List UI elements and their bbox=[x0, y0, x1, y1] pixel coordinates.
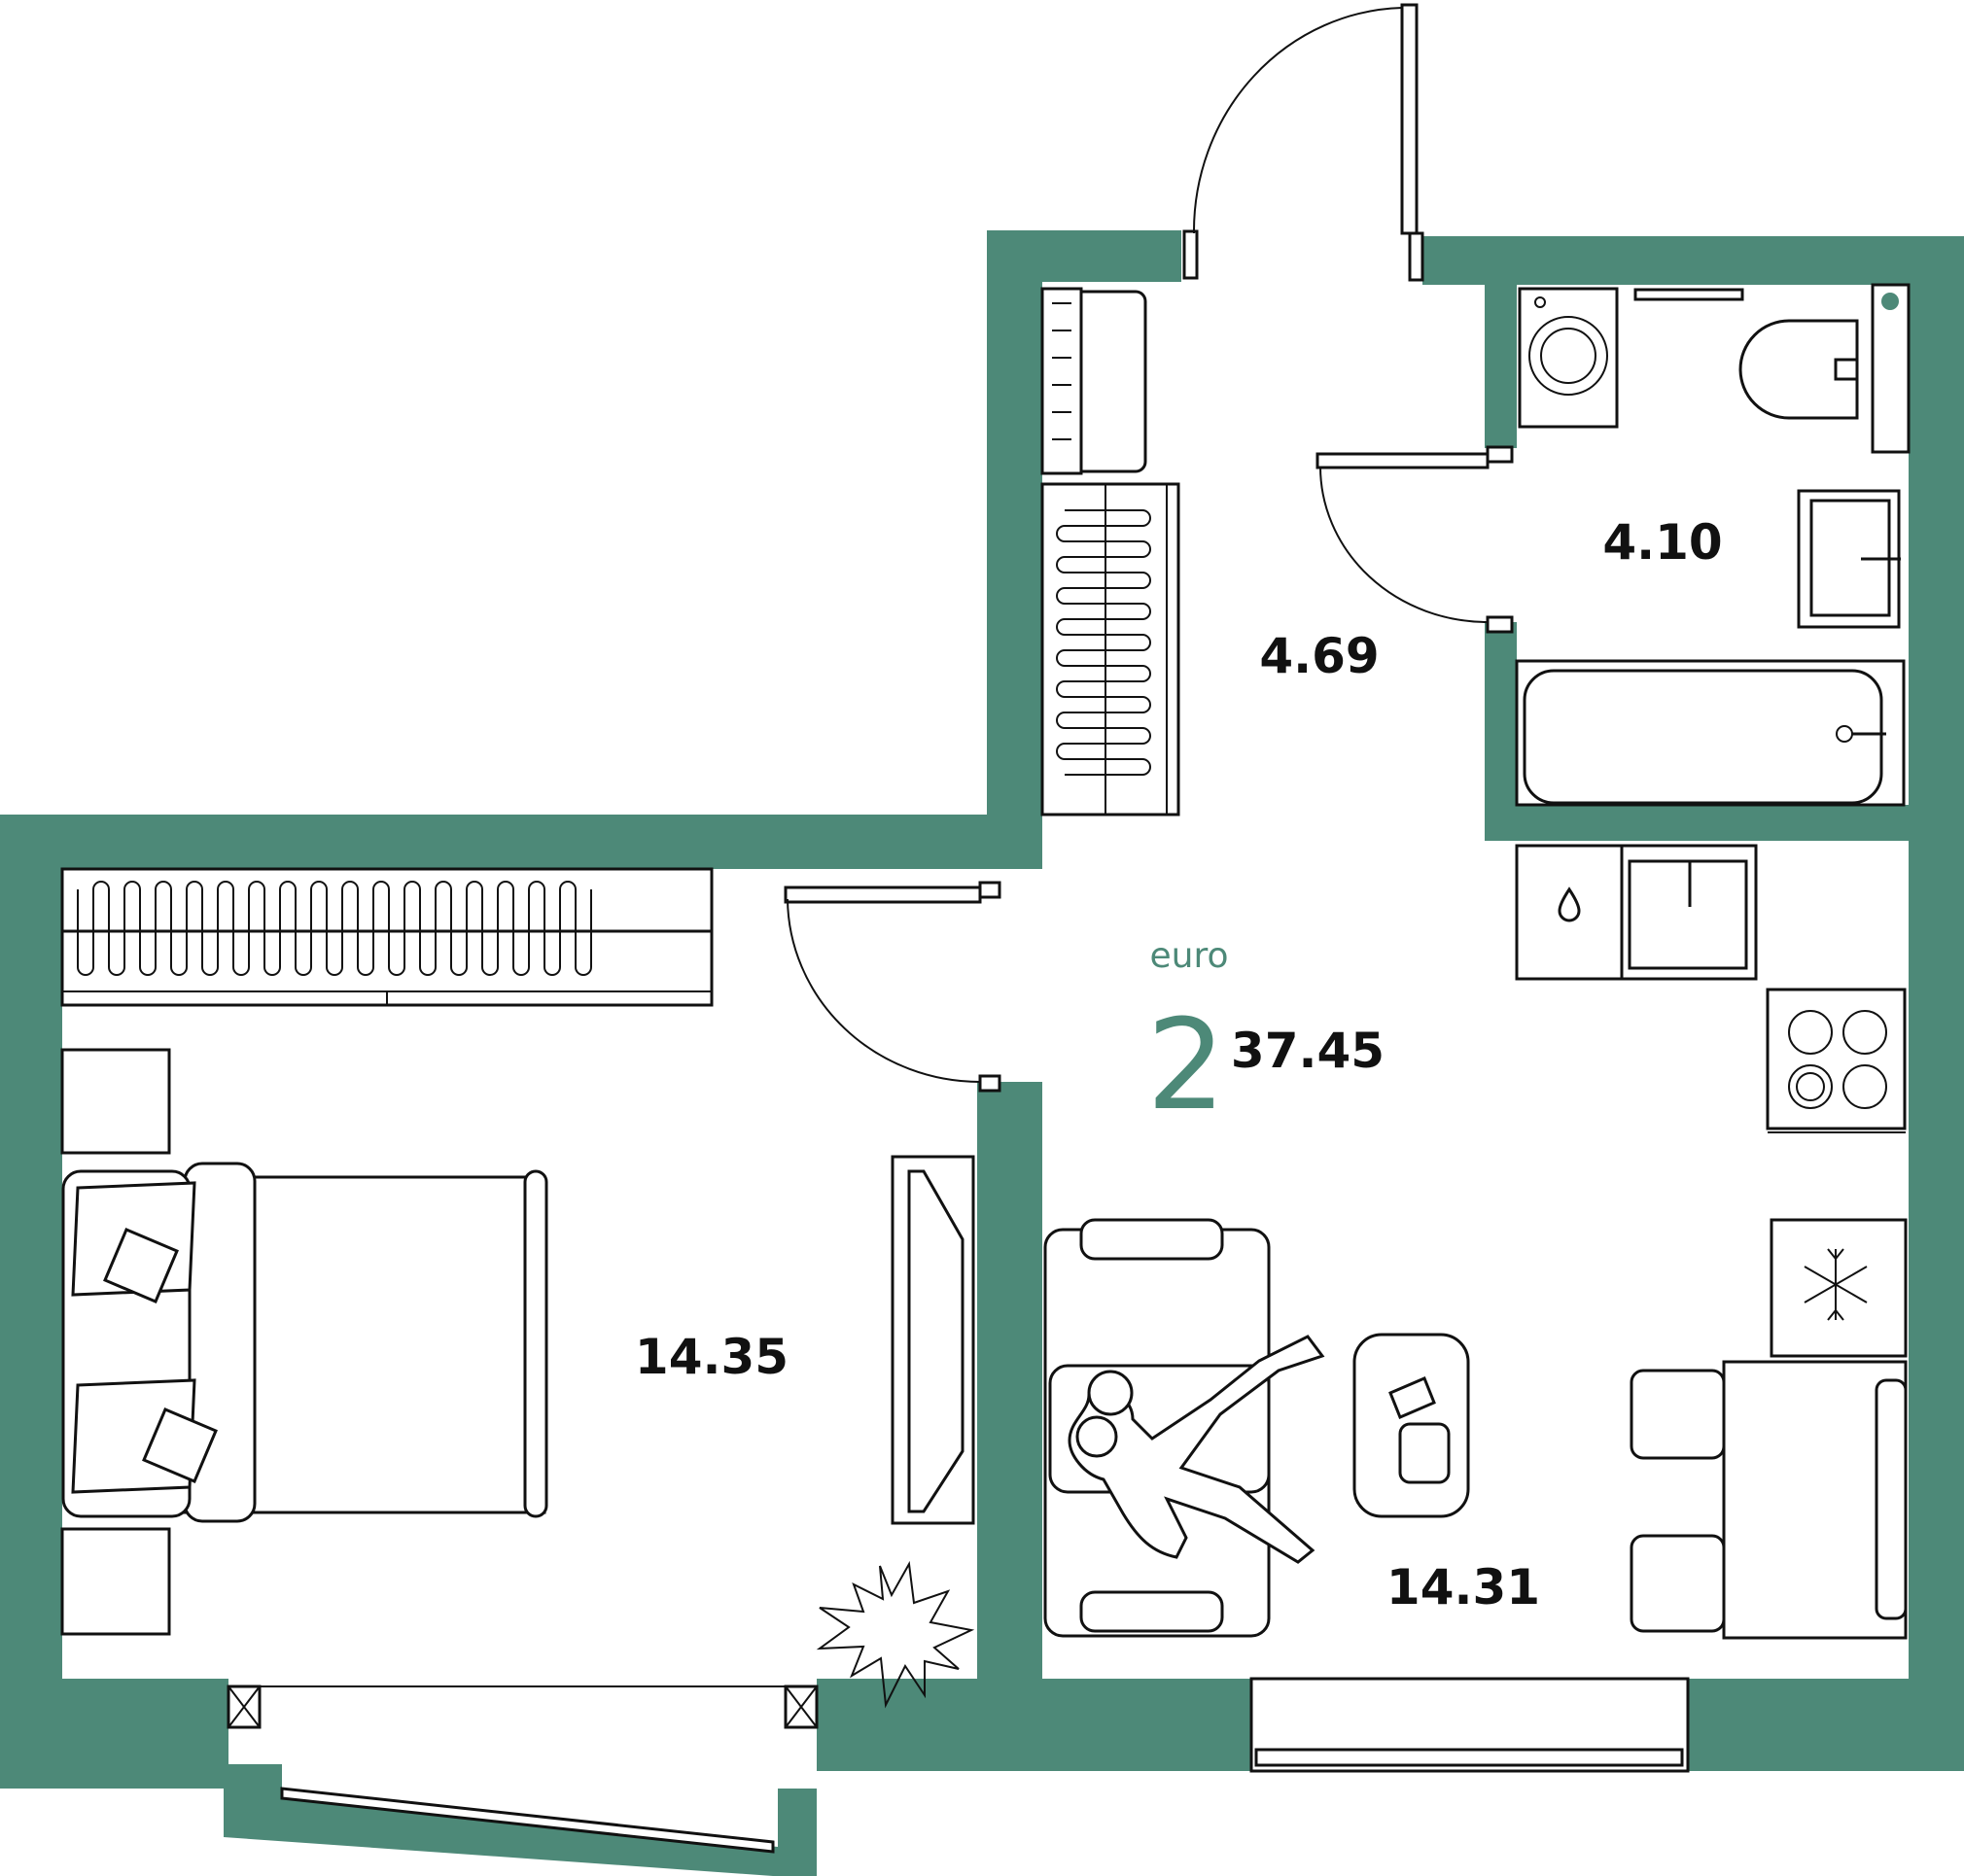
hallway-area: 4.69 bbox=[1259, 628, 1379, 684]
bed bbox=[61, 1162, 548, 1523]
bedroom-wardrobe bbox=[60, 867, 714, 1007]
hallway: 4.69 bbox=[1040, 287, 1380, 816]
bedroom: 14.35 bbox=[60, 867, 975, 1709]
living-kitchen-area: 14.31 bbox=[1386, 1559, 1540, 1615]
bedroom-door[interactable] bbox=[784, 881, 1001, 1093]
riser-icon bbox=[1881, 293, 1899, 310]
coffee-table bbox=[1352, 1333, 1470, 1518]
bathroom: 4.10 bbox=[1515, 283, 1911, 807]
tv-console bbox=[891, 1155, 975, 1525]
bedroom-area: 14.35 bbox=[635, 1329, 789, 1385]
bathroom-door[interactable] bbox=[1315, 445, 1514, 634]
living-kitchen: euro 2 37.45 14.31 bbox=[1043, 844, 1908, 1640]
hallway-wardrobe bbox=[1040, 482, 1180, 816]
rooms-count: 2 bbox=[1146, 993, 1225, 1138]
apartment-type: euro bbox=[1150, 936, 1229, 976]
person-icon bbox=[1068, 1335, 1325, 1564]
windows bbox=[227, 1677, 1690, 1854]
bathroom-area: 4.10 bbox=[1602, 514, 1722, 571]
walls bbox=[0, 230, 1964, 1876]
shoe-rack bbox=[1040, 287, 1147, 475]
entrance-door[interactable] bbox=[1182, 3, 1424, 282]
water-drop-icon bbox=[1558, 886, 1581, 922]
plant-icon bbox=[816, 1560, 975, 1709]
nightstand bbox=[60, 1048, 171, 1155]
nightstand bbox=[60, 1527, 171, 1636]
snowflake-icon bbox=[1804, 1248, 1868, 1321]
total-area: 37.45 bbox=[1231, 1023, 1385, 1079]
